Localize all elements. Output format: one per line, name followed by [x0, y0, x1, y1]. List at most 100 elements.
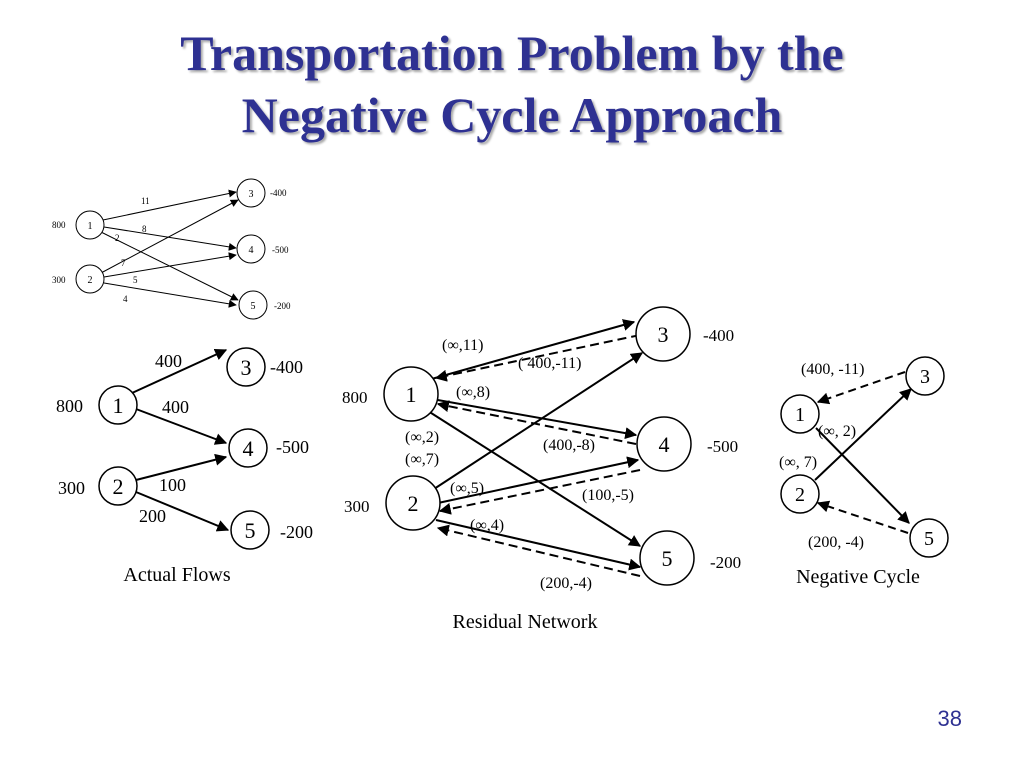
problem-arc-2-4 [103, 252, 237, 278]
problem-supply-1: 800 [52, 220, 66, 230]
problem-node-5-label: 5 [251, 301, 256, 312]
problem-cost-1-4: 8 [142, 224, 147, 234]
negative-cycle-caption: Negative Cycle [796, 566, 920, 588]
flow-node-1-label: 1 [113, 393, 124, 418]
residual-forward-2-5 [435, 519, 642, 571]
cycle-node-3-label: 3 [920, 366, 930, 388]
problem-node-2 [75, 264, 105, 294]
flow-node-5 [230, 510, 270, 550]
flow-arc-1-4 [135, 408, 228, 445]
residual-node-3-label: 3 [658, 322, 669, 347]
actual-flows-caption: Actual Flows [123, 564, 230, 586]
flow-supply-2: 300 [58, 478, 85, 498]
flow-arc-1-3 [131, 349, 228, 394]
residual-label-reverse-3-1: ( 400,-11) [518, 355, 581, 372]
cycle-node-5 [909, 518, 949, 558]
flow-value-2-4: 100 [159, 475, 186, 495]
problem-arc-1-4 [103, 226, 237, 251]
flow-node-5-label: 5 [245, 518, 256, 543]
problem-node-3 [236, 178, 266, 208]
flow-arc-2-4 [135, 453, 228, 481]
residual-label-reverse-4-2: (100,-5) [582, 487, 634, 504]
residual-label-reverse-5-2: (200,-4) [540, 575, 592, 592]
problem-arc-2-5 [103, 282, 237, 308]
residual-label-forward-2-3: (∞,7) [405, 451, 439, 468]
residual-label-forward-2-4: (∞,5) [450, 480, 484, 497]
residual-label-forward-1-5: (∞,2) [405, 429, 439, 446]
flow-node-4-label: 4 [243, 436, 254, 461]
residual-node-3 [635, 306, 691, 362]
cycle-node-5-label: 5 [924, 528, 934, 550]
flow-node-3-label: 3 [241, 355, 252, 380]
problem-demand-4: -500 [272, 245, 289, 255]
slide-title-line-1: Transportation Problem by the [180, 25, 844, 81]
residual-reverse-4-2 [438, 469, 641, 515]
residual-node-4 [636, 416, 692, 472]
residual-node-2-label: 2 [408, 491, 419, 516]
flow-node-1 [98, 385, 138, 425]
slide-title: Transportation Problem by the Negative C… [0, 22, 1024, 146]
problem-supply-2: 300 [52, 275, 66, 285]
cycle-arc-3-1 [816, 371, 906, 405]
problem-arc-2-3 [100, 199, 239, 274]
residual-network-caption: Residual Network [453, 611, 598, 633]
cycle-node-2-label: 2 [795, 484, 805, 506]
flow-value-2-5: 200 [139, 506, 166, 526]
cycle-arc-5-2 [816, 500, 909, 534]
residual-demand-4: -500 [707, 437, 738, 456]
problem-node-1 [75, 210, 105, 240]
problem-cost-2-5: 4 [123, 294, 128, 304]
residual-reverse-3-1 [434, 334, 641, 382]
negative-cycle-graph: 1 2 3 5 (400, -11) (∞, 2) (∞, 7) (200, -… [779, 356, 949, 588]
cycle-arc-1-5 [815, 427, 910, 524]
cycle-node-3 [905, 356, 945, 396]
problem-arc-1-3 [102, 189, 237, 221]
cycle-label-3-1: (400, -11) [801, 361, 864, 378]
residual-reverse-5-2 [436, 524, 641, 577]
problem-cost-2-4: 5 [133, 275, 138, 285]
residual-demand-3: -400 [703, 326, 734, 345]
cycle-node-1-label: 1 [795, 404, 805, 426]
residual-node-4-label: 4 [659, 432, 670, 457]
flow-supply-1: 800 [56, 396, 83, 416]
page-number: 38 [937, 706, 962, 731]
residual-forward-1-3 [427, 319, 636, 381]
problem-node-1-label: 1 [88, 221, 93, 232]
residual-node-5-label: 5 [662, 546, 673, 571]
cycle-arc-2-3 [814, 388, 912, 481]
flow-value-1-3: 400 [155, 351, 182, 371]
flow-demand-3: -400 [270, 357, 303, 377]
residual-node-2 [385, 475, 441, 531]
problem-cost-2-3: 7 [121, 258, 126, 268]
cycle-node-1 [780, 394, 820, 434]
cycle-label-5-2: (200, -4) [808, 534, 864, 551]
residual-node-1-label: 1 [406, 382, 417, 407]
residual-forward-1-5 [427, 410, 642, 547]
residual-reverse-4-1 [436, 400, 637, 445]
residual-label-forward-2-5: (∞,4) [470, 517, 504, 534]
residual-forward-2-3 [433, 352, 644, 490]
problem-graph: 1 2 3 4 5 800 300 -400 -500 -200 11 8 2 … [52, 178, 291, 320]
problem-node-4-label: 4 [249, 245, 254, 256]
cycle-label-1-5: (∞, 2) [818, 423, 856, 440]
flow-node-4 [228, 428, 268, 468]
cycle-label-2-3: (∞, 7) [779, 454, 817, 471]
residual-node-1 [383, 366, 439, 422]
problem-node-3-label: 3 [249, 189, 254, 200]
flow-value-1-4: 400 [162, 397, 189, 417]
residual-supply-1: 800 [342, 388, 368, 407]
residual-node-5 [639, 530, 695, 586]
residual-demand-5: -200 [710, 553, 741, 572]
residual-forward-1-4 [431, 398, 638, 440]
flow-demand-4: -500 [276, 437, 309, 457]
residual-supply-2: 300 [344, 497, 370, 516]
residual-label-forward-1-4: (∞,8) [456, 384, 490, 401]
problem-cost-1-5: 2 [115, 233, 120, 243]
residual-forward-2-4 [437, 456, 640, 504]
cycle-node-2 [780, 474, 820, 514]
problem-demand-3: -400 [270, 188, 287, 198]
problem-node-2-label: 2 [88, 275, 93, 286]
residual-label-forward-1-3: (∞,11) [442, 337, 483, 354]
problem-node-5 [238, 290, 268, 320]
problem-demand-5: -200 [274, 301, 291, 311]
